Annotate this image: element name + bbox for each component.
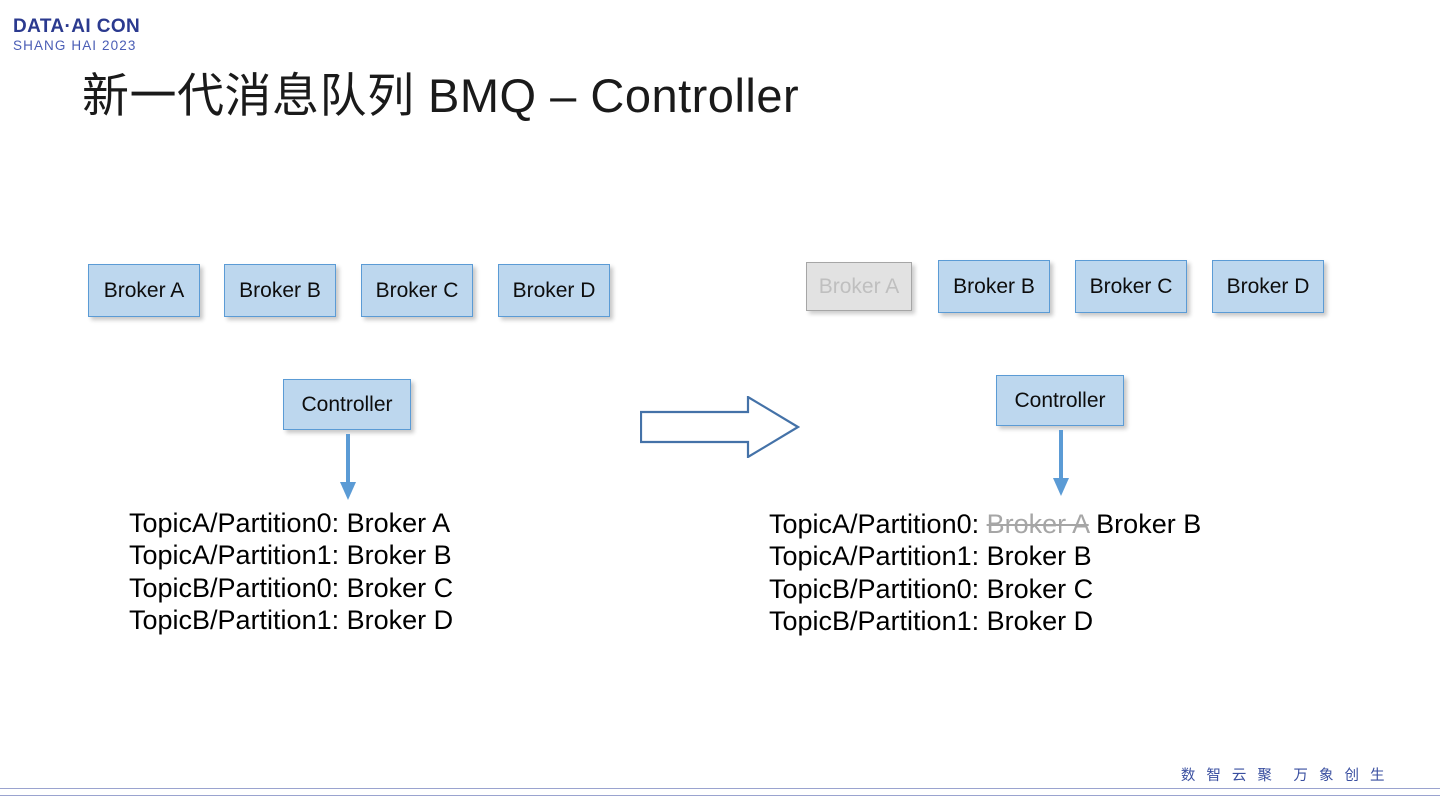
logo-subtitle: SHANG HAI 2023 [13,38,137,53]
broker-label: Broker C [375,279,459,302]
broker-box-b-after[interactable]: Broker B [938,260,1050,313]
mapping-value: Broker C [346,572,454,603]
mapping-list-before: TopicA/Partition0: Broker A TopicA/Parti… [129,507,453,637]
broker-label: Broker B [953,275,1035,298]
broker-label: Broker B [239,279,321,302]
mapping-row: TopicA/Partition1: Broker B [769,540,1201,572]
mapping-value: Broker B [986,541,1092,572]
mapping-key: TopicB/Partition1: [129,605,347,636]
mapping-key: TopicA/Partition0: [129,508,347,538]
broker-label: Broker A [818,275,900,298]
page-title: 新一代消息队列 BMQ – Controller [82,69,800,122]
mapping-key: TopicB/Partition1: [769,606,987,637]
mapping-key: TopicA/Partition1: [129,540,347,571]
mapping-key: TopicB/Partition0: [129,572,347,603]
mapping-value: Broker D [346,605,454,636]
broker-box-b-before[interactable]: Broker B [224,264,336,317]
controller-to-mapping-arrow-before [335,434,361,500]
broker-label: Broker A [103,279,185,302]
mapping-row: TopicB/Partition1: Broker D [129,604,453,636]
broker-box-d-before[interactable]: Broker D [498,264,610,317]
mapping-row: TopicA/Partition1: Broker B [129,539,453,571]
mapping-value: Broker B [1088,509,1202,539]
broker-box-c-before[interactable]: Broker C [361,264,473,317]
mapping-value: Broker C [986,573,1094,604]
mapping-row: TopicB/Partition0: Broker C [129,572,453,604]
broker-box-a-after[interactable]: Broker A [806,262,912,311]
mapping-row: TopicB/Partition0: Broker C [769,573,1201,605]
broker-label: Broker C [1089,275,1173,298]
mapping-value: Broker B [346,540,452,571]
broker-label: Broker D [512,279,596,302]
controller-label: Controller [1014,389,1106,412]
controller-label: Controller [301,393,393,416]
broker-box-c-after[interactable]: Broker C [1075,260,1187,313]
mapping-value: Broker A [346,508,451,538]
footer-divider-top [0,788,1440,789]
mapping-key: TopicB/Partition0: [769,573,987,604]
footer-tagline: 数 智 云 聚 万 象 创 生 [1180,768,1388,784]
controller-box-before[interactable]: Controller [283,379,411,430]
event-logo: DATA·AI CON SHANG HAI 2023 [13,17,140,53]
controller-to-mapping-arrow-after [1048,430,1074,496]
broker-box-a-before[interactable]: Broker A [88,264,200,317]
arrow-right-icon [639,395,801,459]
mapping-key: TopicA/Partition1: [769,541,987,572]
mapping-value: Broker D [986,606,1094,637]
broker-box-d-after[interactable]: Broker D [1212,260,1324,313]
mapping-row: TopicA/Partition0: Broker A Broker B [769,508,1201,540]
mapping-removed-value: Broker A [986,509,1089,539]
mapping-key: TopicA/Partition0: [769,509,987,539]
controller-box-after[interactable]: Controller [996,375,1124,426]
transition-arrow [639,395,801,459]
footer-divider-bottom [0,795,1440,796]
mapping-row: TopicB/Partition1: Broker D [769,605,1201,637]
broker-label: Broker D [1226,275,1310,298]
mapping-list-after: TopicA/Partition0: Broker A Broker B Top… [769,508,1201,638]
logo-title: DATA·AI CON [13,16,141,37]
arrow-down-icon [1053,430,1069,496]
arrow-down-icon [340,434,356,500]
mapping-row: TopicA/Partition0: Broker A [129,507,453,539]
